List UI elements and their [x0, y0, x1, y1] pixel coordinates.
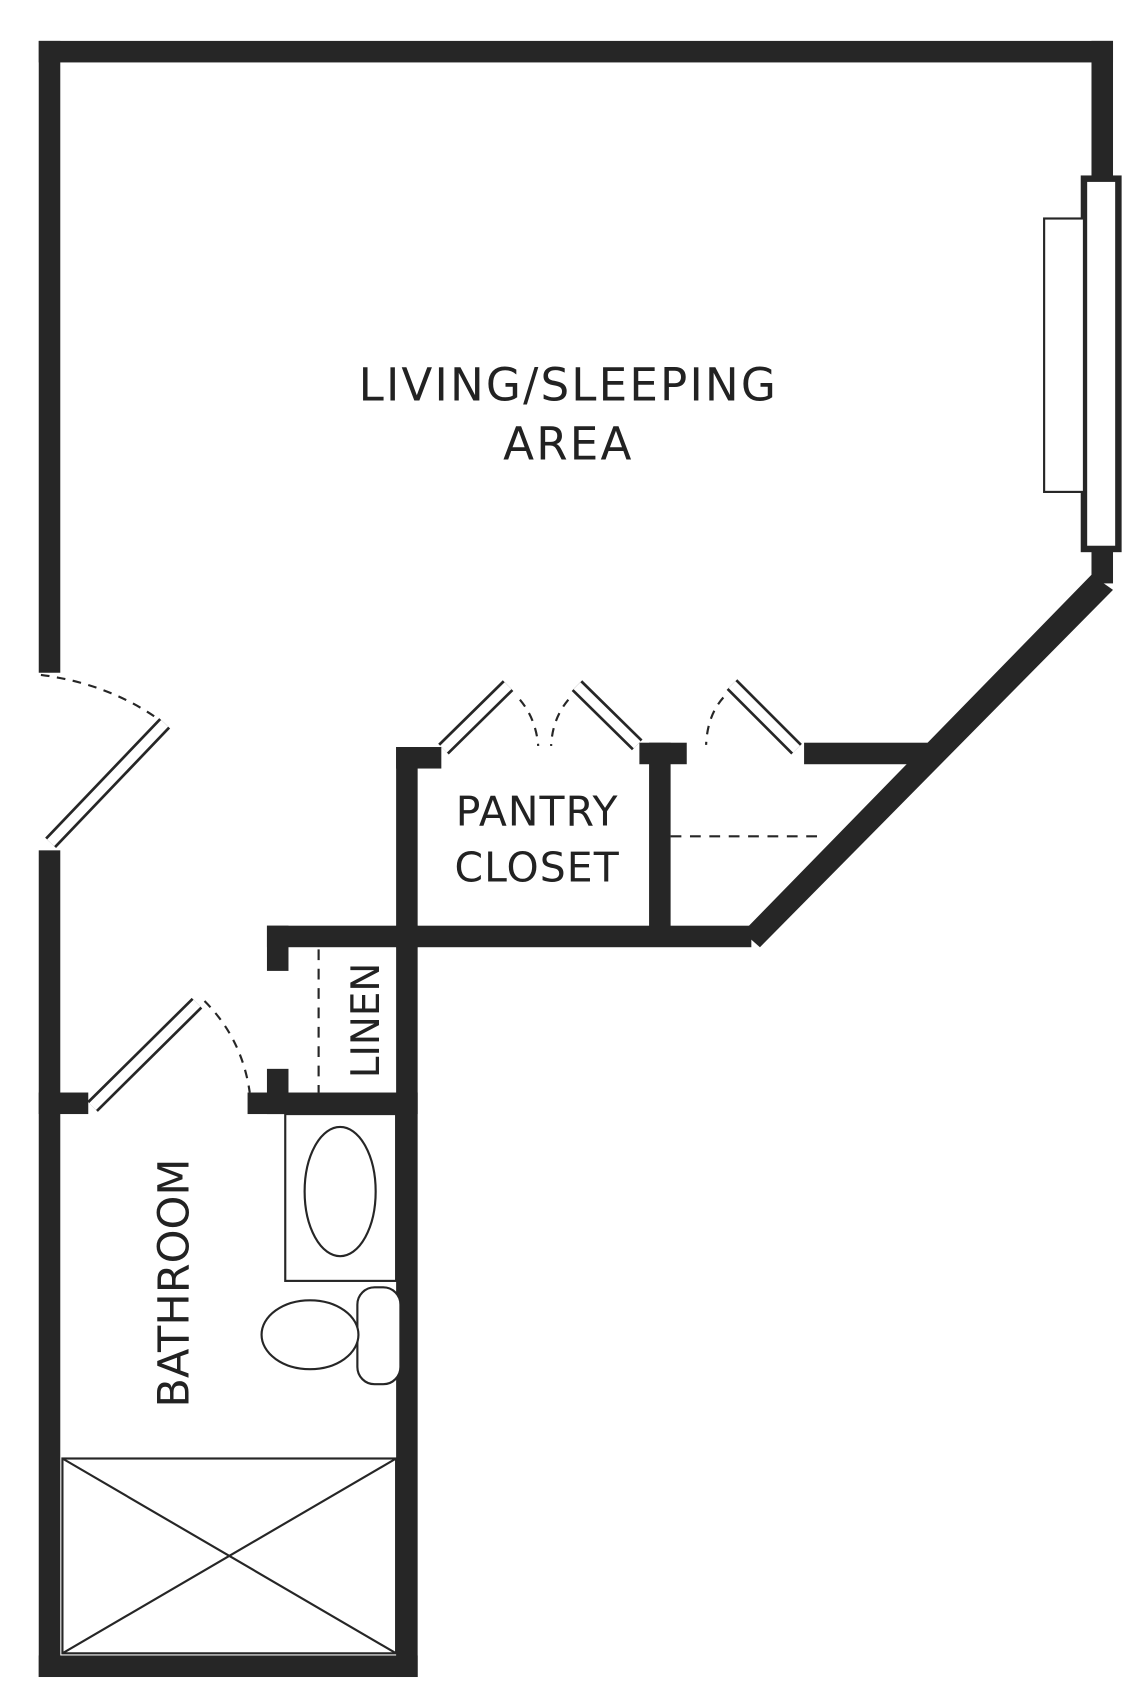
bathroom-door [87, 997, 251, 1112]
labels: LIVING/SLEEPING AREA PANTRY CLOSET LINEN… [149, 358, 778, 1407]
toilet [260, 1286, 402, 1386]
living-label-line1: LIVING/SLEEPING [359, 358, 778, 411]
window [1043, 175, 1122, 553]
pantry-door-left [438, 680, 540, 755]
wall-living-bottom [396, 925, 752, 948]
vanity [284, 1112, 398, 1282]
wall-pantry-right [649, 742, 671, 932]
wall-closet-top [804, 742, 932, 765]
wall-bath-top-right [247, 1092, 418, 1115]
closet-door [705, 679, 802, 755]
fixtures [61, 1112, 402, 1655]
wall-pantry-left [396, 747, 418, 948]
wall-left-lower [38, 850, 61, 1678]
walls [38, 40, 1114, 1678]
wall-pantry-left-stub [396, 747, 442, 769]
doors [40, 673, 824, 1112]
shower [61, 1457, 398, 1655]
pantry-door-right [550, 680, 643, 751]
wall-pantry-right-stub [639, 742, 687, 765]
wall-linen-stub-top [266, 925, 289, 971]
entry-door [40, 673, 171, 849]
living-label-line2: AREA [503, 418, 633, 471]
pantry-label-line2: CLOSET [454, 844, 619, 892]
bathroom-label: BATHROOM [149, 1158, 199, 1407]
wall-bath-top-left [38, 1092, 89, 1115]
pantry-label-line1: PANTRY [456, 788, 619, 836]
wall-bottom [38, 1655, 418, 1678]
wall-linen-top [266, 925, 418, 948]
wall-top [38, 40, 1114, 63]
wall-linen-stub-bottom [266, 1068, 289, 1115]
sink [303, 1125, 377, 1258]
wall-right-lower [1091, 546, 1114, 584]
linen-label: LINEN [344, 963, 389, 1078]
wall-right-upper [1091, 40, 1114, 179]
wall-left-upper [38, 40, 61, 673]
